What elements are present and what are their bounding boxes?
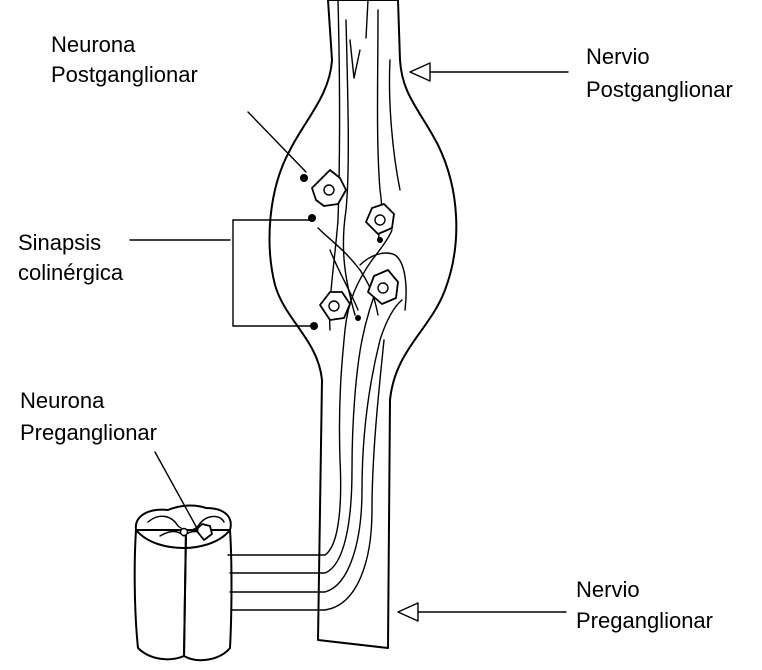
label-postganglionic-neuron: Neurona Postganglionar [51, 32, 198, 87]
label-line-1: Nervio [576, 577, 640, 602]
label-line-1: Sinapsis [18, 230, 101, 255]
postganglionic-neurons [300, 170, 398, 330]
synapse-terminal [310, 322, 318, 330]
label-postganglionic-nerve: Nervio Postganglionar [586, 44, 733, 102]
cord-top-section [136, 506, 231, 548]
label-line-1: Neurona [51, 32, 136, 57]
synapse-terminal [355, 315, 361, 321]
label-line-2: Postganglionar [51, 62, 198, 87]
neuron-cell [366, 204, 394, 234]
label-line-2: Postganglionar [586, 77, 733, 102]
cord-right-column [184, 530, 232, 660]
nerve-fibers [228, 0, 406, 610]
open-arrowhead [410, 63, 430, 81]
label-line-2: Preganglionar [20, 420, 157, 445]
label-preganglionic-neuron: Neurona Preganglionar [20, 388, 157, 445]
cord-left-column [135, 530, 186, 659]
nerve-trunk-outline [270, 0, 457, 648]
synapse-terminal [300, 174, 308, 182]
label-line-2: colinérgica [18, 260, 124, 285]
label-line-2: Preganglionar [576, 608, 713, 633]
synapse-terminal [308, 214, 316, 222]
label-line-1: Neurona [20, 388, 105, 413]
open-arrowhead [398, 603, 418, 621]
label-line-1: Nervio [586, 44, 650, 69]
label-cholinergic-synapse: Sinapsis colinérgica [18, 230, 124, 285]
synapse-terminal [377, 237, 383, 243]
label-preganglionic-nerve: Nervio Preganglionar [576, 577, 713, 633]
ganglion [270, 0, 457, 648]
spinal-cord-segment [135, 506, 232, 661]
neuron-cell [320, 292, 350, 320]
neuron-cell [312, 170, 346, 206]
